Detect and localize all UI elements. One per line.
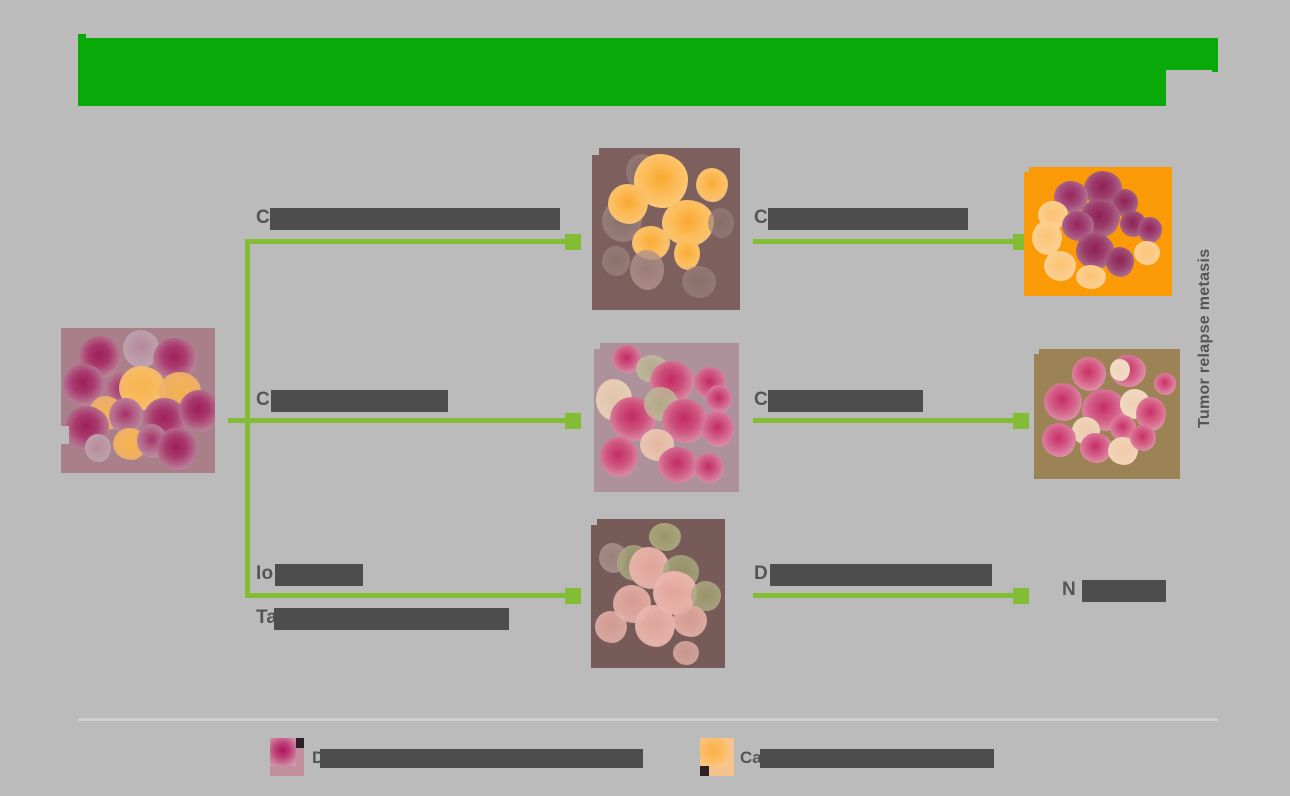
panel-source-tumor-cluster [61, 328, 215, 473]
panel-partial-response-cluster [594, 343, 739, 492]
panel-treatment-response-cluster [591, 519, 725, 668]
legend-swatch-orange-cell [700, 738, 734, 776]
branch-label-middle-left: C [256, 389, 270, 410]
branch-label-top-right: C H [754, 207, 788, 228]
connector-node-bottom-left [565, 588, 581, 604]
branch-label-middle-right: C H [754, 389, 788, 410]
branch-label-top-left-redaction [270, 208, 560, 230]
connector-arm-middle-right [753, 418, 1018, 423]
connector-node-top-left [565, 234, 581, 250]
legend-label-1-redaction [760, 749, 994, 768]
branch-label-bottom-right: D d [754, 563, 786, 584]
branch-label-top-left: C [256, 207, 270, 228]
title-line-2 [78, 70, 1166, 106]
branch-label-bottom-right-outcome: N R [1062, 579, 1096, 600]
connector-source-stem [228, 418, 250, 423]
connector-arm-bottom-right [753, 593, 1018, 598]
branch-label-bottom-left-primary: Io y [256, 563, 290, 584]
vertical-caption-tumor-relapse-metasis: Tumor relapse metasis [1196, 248, 1213, 428]
panel-relapse-orange-cluster [1024, 167, 1172, 296]
branch-label-bottom-left-secondary: Ta s [256, 607, 294, 628]
panel-relapse-khaki-cluster [1034, 349, 1180, 479]
title-line-1 [78, 38, 1218, 70]
title-banner-nub-right [1212, 64, 1218, 72]
connector-node-bottom-right [1013, 588, 1029, 604]
connector-node-middle-left [565, 413, 581, 429]
legend-divider [78, 718, 1218, 721]
legend-label-0-redaction [320, 749, 643, 768]
branch-label-middle-right-redaction [768, 390, 923, 412]
legend-label-0: D C) [312, 748, 347, 767]
connector-node-middle-right [1013, 413, 1029, 429]
legend-label-1: Ca s [740, 748, 776, 767]
branch-label-bottom-left-secondary-redaction [274, 608, 509, 630]
branch-label-top-right-redaction [768, 208, 968, 230]
legend-swatch-pink-cell [270, 738, 304, 776]
connector-branch-top [245, 239, 570, 244]
panel-resistant-clone-expansion [592, 148, 740, 310]
connector-branch-bottom [245, 593, 570, 598]
connector-arm-top-right [753, 239, 1018, 244]
connector-branch-middle [245, 418, 570, 423]
title-banner-nub-left [78, 34, 86, 40]
figure-title-banner [78, 34, 1218, 106]
branch-label-bottom-right-redaction [770, 564, 992, 586]
branch-label-middle-left-redaction [271, 390, 448, 412]
